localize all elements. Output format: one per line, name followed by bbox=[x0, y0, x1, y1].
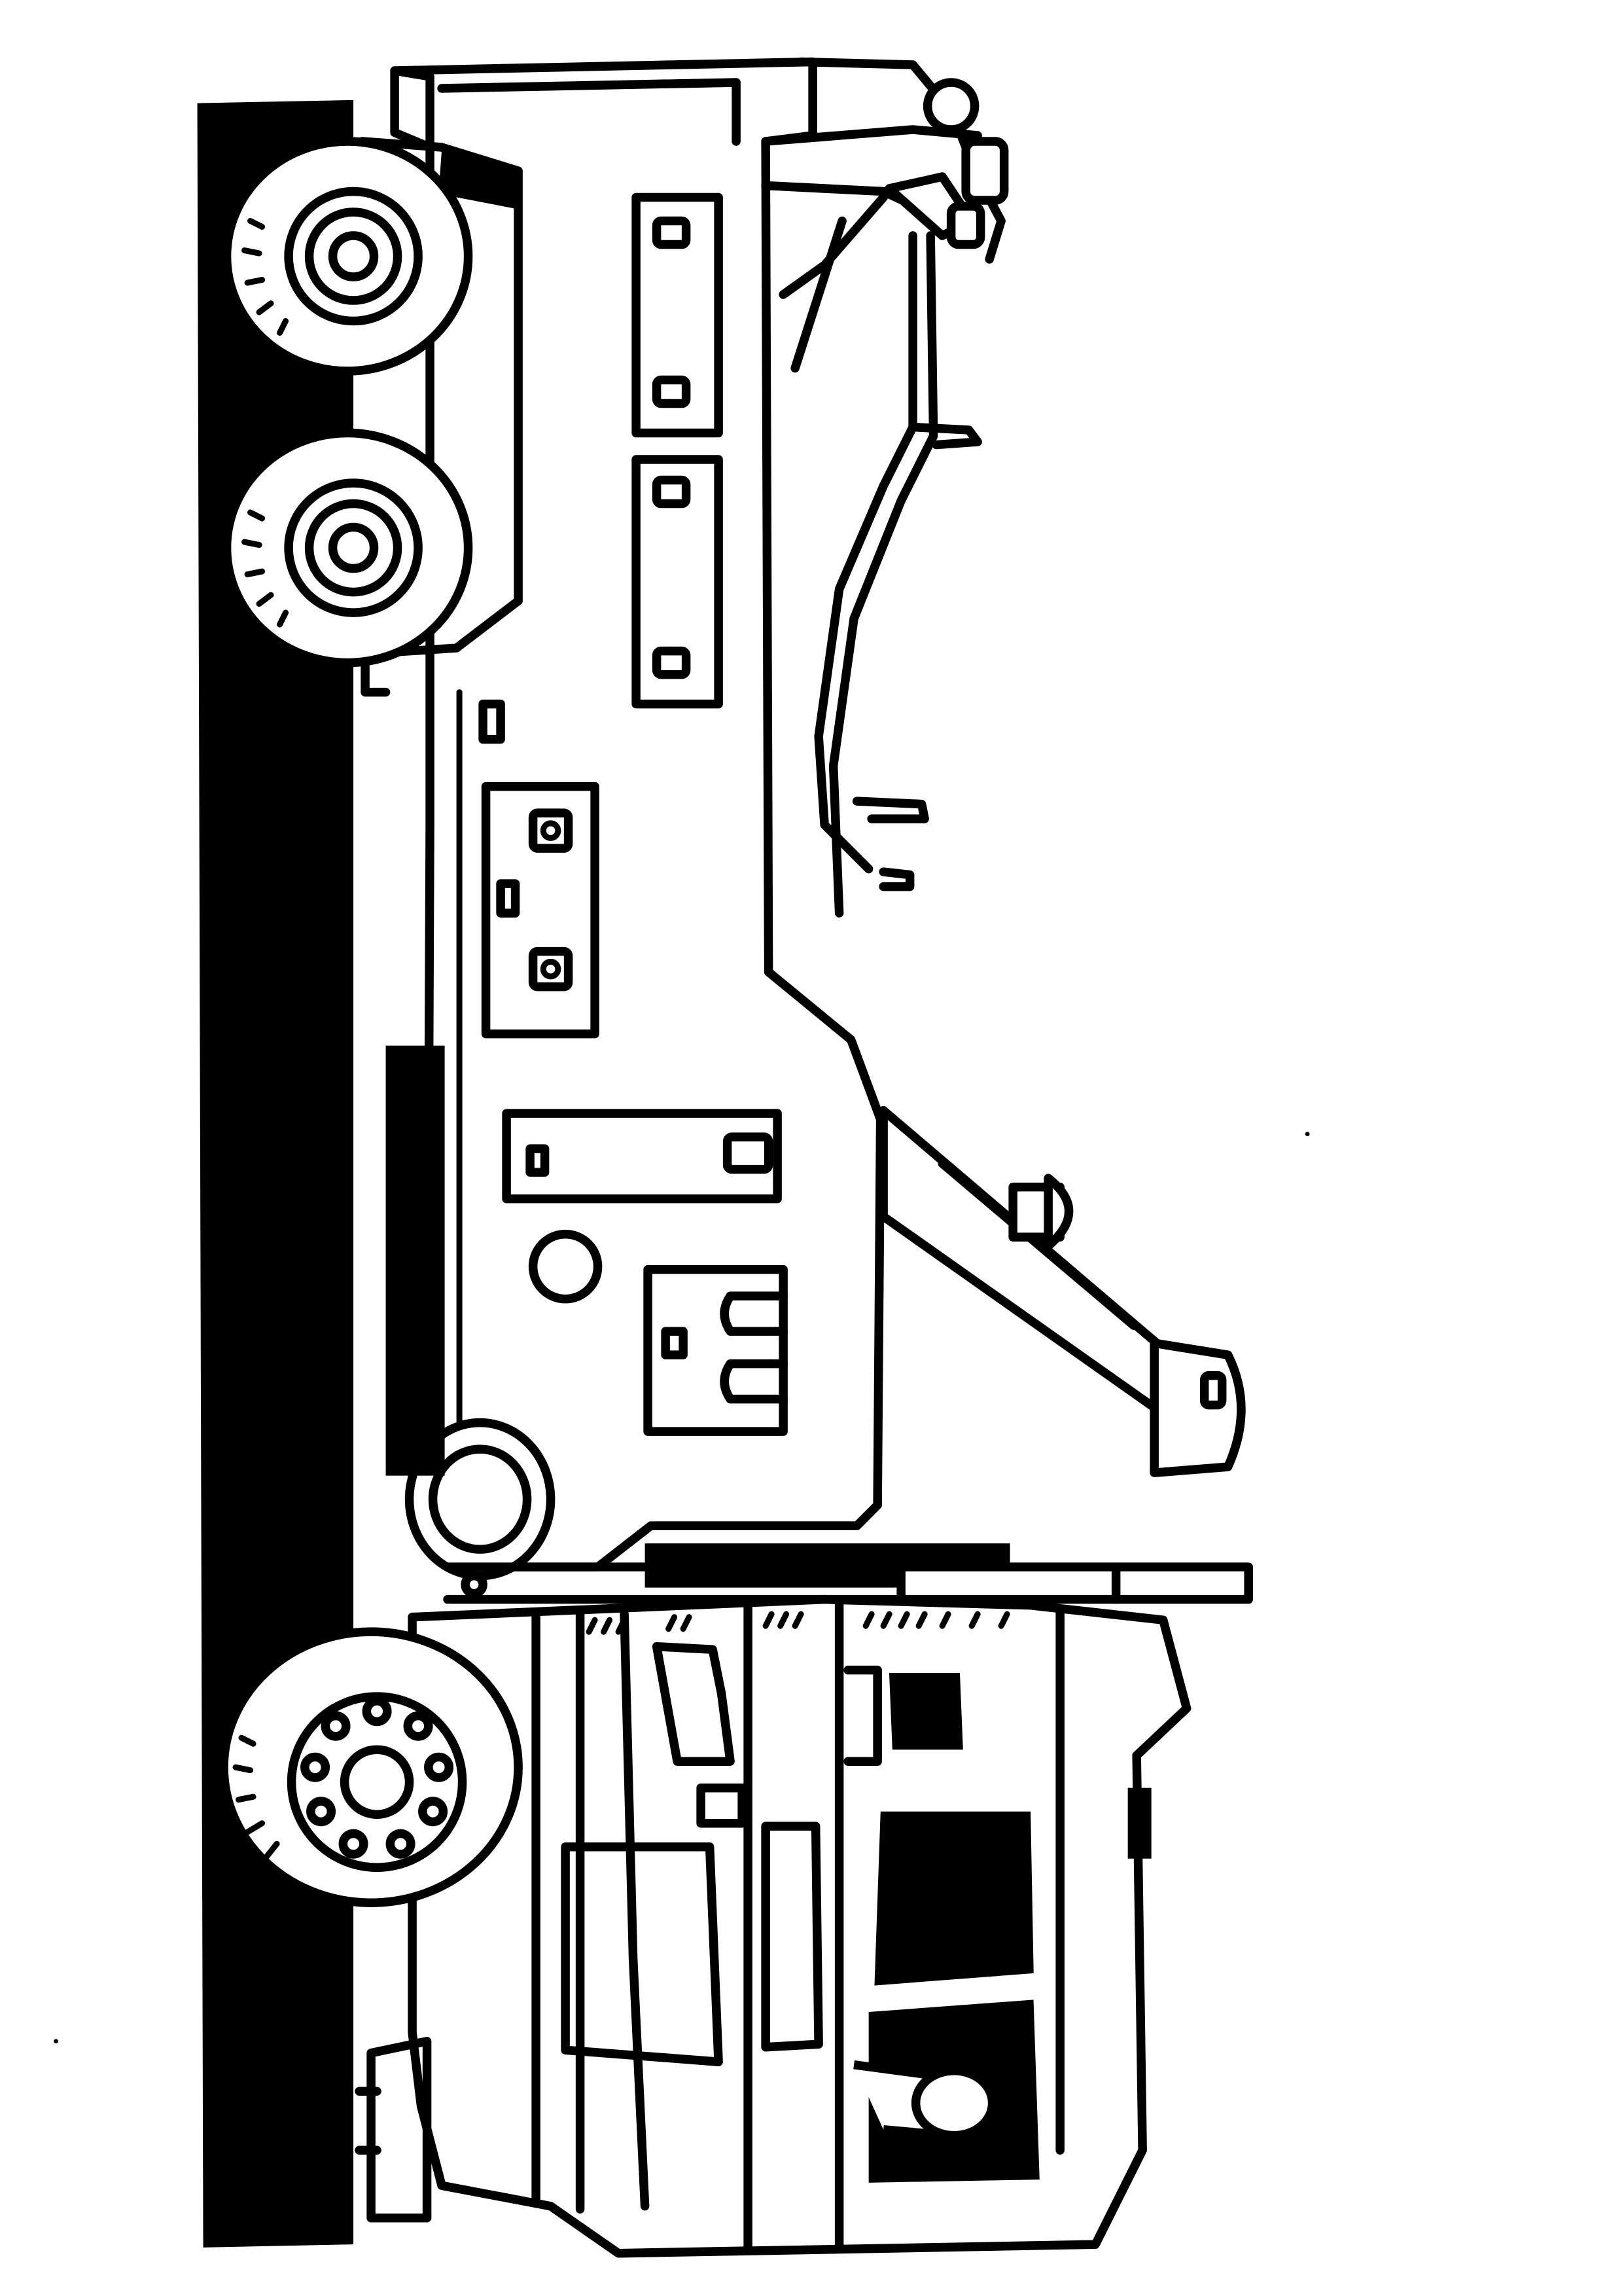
tow-boom bbox=[879, 1105, 1246, 1477]
ground-shadow bbox=[197, 99, 354, 2248]
front-wheel bbox=[219, 1627, 523, 1907]
rear-wheel-2 bbox=[222, 428, 473, 668]
rear-wheel-1 bbox=[222, 137, 473, 376]
cab-side-window bbox=[889, 1673, 963, 1750]
rear-fender-shadow bbox=[438, 146, 521, 210]
truck-cab bbox=[355, 1562, 1253, 2258]
crane-arm bbox=[761, 57, 1009, 918]
speck bbox=[54, 2039, 58, 2044]
fuel-cap bbox=[528, 1229, 603, 1304]
cab-door-window bbox=[874, 1811, 1034, 1986]
storage-compartments bbox=[481, 192, 788, 1436]
speck bbox=[1305, 1132, 1310, 1136]
chassis-shadow bbox=[385, 1045, 445, 1476]
